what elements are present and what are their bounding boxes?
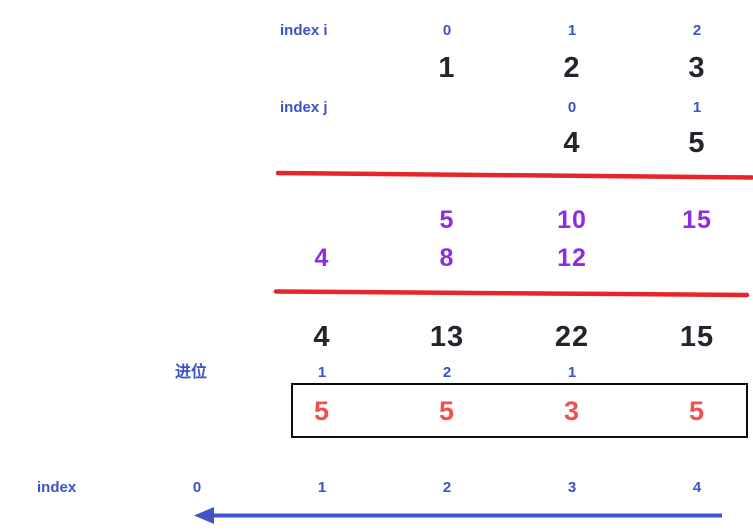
carry-label: 进位 bbox=[175, 364, 208, 381]
column-sum: 13 bbox=[429, 321, 465, 353]
index-j-value: 0 bbox=[567, 99, 577, 116]
carry-value: 1 bbox=[567, 364, 577, 381]
partial-product: 12 bbox=[557, 244, 587, 272]
index-axis-label: index bbox=[37, 479, 77, 496]
index-i-value: 0 bbox=[442, 22, 452, 39]
index-i-value: 1 bbox=[567, 22, 577, 39]
carry-value: 1 bbox=[317, 364, 327, 381]
index-i-label: index i bbox=[280, 22, 328, 39]
index-axis-value: 3 bbox=[567, 479, 577, 496]
partial-product: 10 bbox=[557, 206, 587, 234]
partial-product: 15 bbox=[682, 206, 712, 234]
column-sum: 15 bbox=[679, 321, 715, 353]
multiplicand-digit: 2 bbox=[563, 52, 581, 84]
multiplicand-digit: 3 bbox=[688, 52, 706, 84]
partial-product: 5 bbox=[439, 206, 455, 234]
multiplicand-digit: 1 bbox=[438, 52, 456, 84]
index-axis-value: 2 bbox=[442, 479, 452, 496]
result-box bbox=[291, 383, 748, 438]
index-axis-value: 4 bbox=[692, 479, 702, 496]
result-digit: 5 bbox=[438, 396, 456, 426]
index-axis-value: 1 bbox=[317, 479, 327, 496]
column-sum: 4 bbox=[313, 321, 331, 353]
multiplier-digit: 4 bbox=[563, 127, 581, 159]
index-axis-value: 0 bbox=[192, 479, 202, 496]
result-digit: 5 bbox=[313, 396, 331, 426]
carry-value: 2 bbox=[442, 364, 452, 381]
index-i-value: 2 bbox=[692, 22, 702, 39]
partial-product: 8 bbox=[439, 244, 455, 272]
multiplier-digit: 5 bbox=[688, 127, 706, 159]
partial-product: 4 bbox=[314, 244, 330, 272]
left-arrow-icon bbox=[194, 507, 722, 524]
result-digit: 5 bbox=[688, 396, 706, 426]
result-digit: 3 bbox=[563, 396, 581, 426]
column-sum: 22 bbox=[554, 321, 590, 353]
index-j-label: index j bbox=[280, 99, 328, 116]
divider-line-2 bbox=[273, 289, 750, 298]
divider-line-1 bbox=[275, 170, 753, 180]
index-j-value: 1 bbox=[692, 99, 702, 116]
